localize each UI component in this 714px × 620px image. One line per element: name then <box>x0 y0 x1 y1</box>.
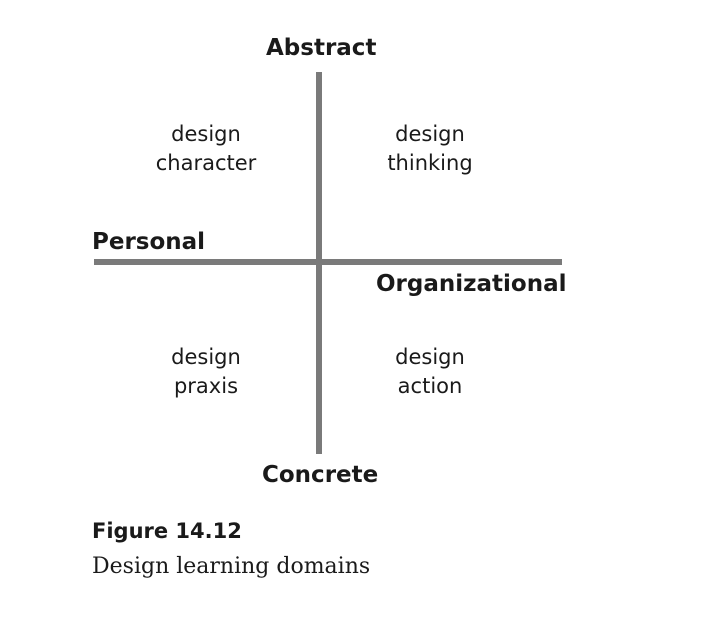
figure-label: Figure 14.12 <box>92 519 242 543</box>
quadrant-design-thinking: design thinking <box>330 120 530 178</box>
horizontal-axis <box>94 259 562 265</box>
axis-label-concrete: Concrete <box>262 462 379 488</box>
quadrant-line: character <box>155 151 257 175</box>
quadrant-line: design <box>395 122 465 146</box>
quadrant-line: design <box>171 345 241 369</box>
quadrant-line: thinking <box>387 151 473 175</box>
quadrant-line: action <box>397 374 463 398</box>
quadrant-design-character: design character <box>106 120 306 178</box>
quadrant-design-action: design action <box>330 343 530 401</box>
quadrant-line: design <box>171 122 241 146</box>
axis-label-organizational: Organizational <box>376 271 567 297</box>
quadrant-line: design <box>395 345 465 369</box>
quadrant-line: praxis <box>173 374 239 398</box>
figure-caption: Design learning domains <box>92 554 371 579</box>
design-learning-domains-diagram: Abstract Personal Organizational Concret… <box>92 35 567 488</box>
quadrant-design-praxis: design praxis <box>106 343 306 401</box>
axis-label-personal: Personal <box>92 229 206 255</box>
axis-label-abstract: Abstract <box>266 35 377 61</box>
